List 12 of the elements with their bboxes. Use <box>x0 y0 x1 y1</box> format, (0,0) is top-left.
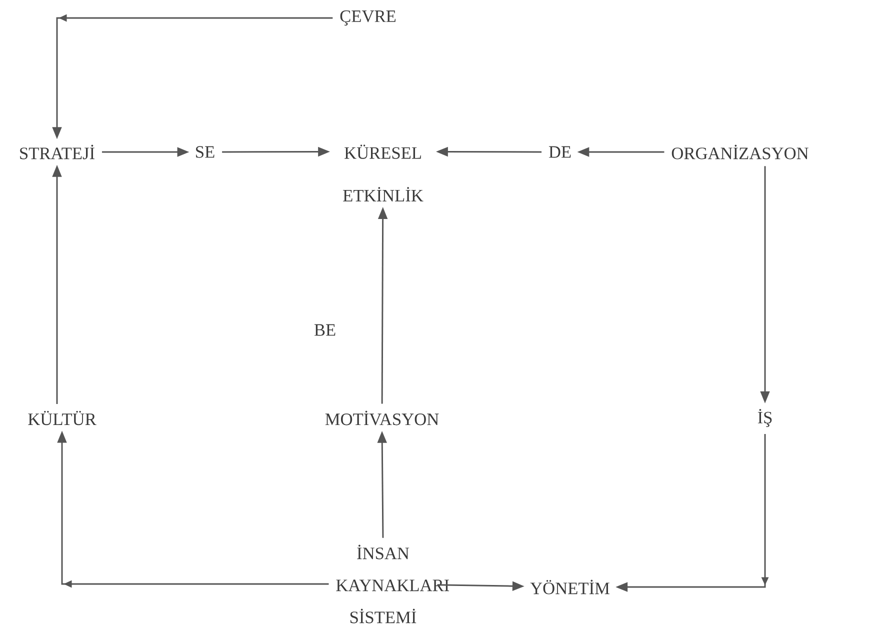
concept-text: KÜRESEL ETKİNLİK <box>343 144 424 202</box>
concept-text: MOTİVASYON <box>325 410 439 426</box>
concept-text: STRATEJİ <box>20 144 94 160</box>
concept-text: KÜLTÜR <box>28 410 96 426</box>
concept-text: İŞ <box>758 409 772 427</box>
concept-text: ÇEVRE <box>340 10 396 26</box>
label-text: BE <box>314 324 336 336</box>
concept-text: DE <box>548 146 571 158</box>
concept-text: SE <box>196 146 214 158</box>
concept-text: İNSAN KAYNAKLARI SİSTEMİ <box>336 544 450 624</box>
concept-text: YÖNETİM <box>530 580 610 594</box>
concept-text: ORGANİZASYON <box>672 144 808 160</box>
